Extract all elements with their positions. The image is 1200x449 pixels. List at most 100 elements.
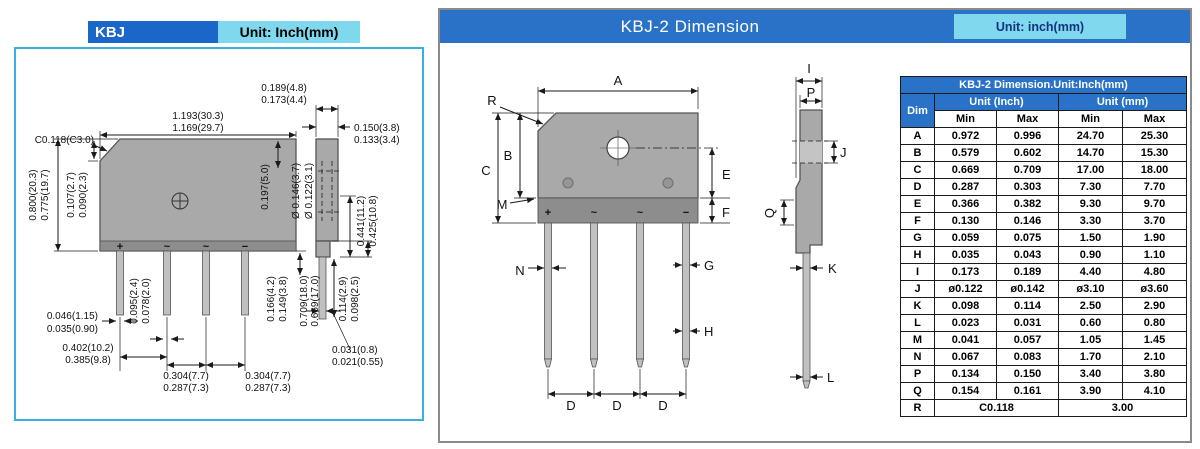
value-cell: 0.161 — [996, 382, 1059, 400]
letter-A: A — [614, 73, 623, 88]
value-cell: 0.031 — [996, 314, 1059, 332]
value-cell: 0.075 — [996, 229, 1059, 247]
value-cell: 0.083 — [996, 348, 1059, 366]
dim-top-min: 0.173(4.4) — [261, 95, 307, 106]
value-cell: 1.05 — [1058, 331, 1123, 349]
polarity-plus: + — [117, 241, 123, 253]
letter-D2: D — [612, 398, 621, 413]
dim-tabpin-min: 0.098(2.5) — [350, 276, 361, 322]
letter-P: P — [807, 85, 816, 100]
value-cell: 3.00 — [1058, 399, 1187, 417]
dim-pintip-min: 0.021(0.55) — [332, 357, 383, 368]
polarity-minus: − — [242, 241, 248, 253]
dim-cell: L — [900, 314, 935, 332]
dimension-lines — [54, 105, 372, 371]
dim-pitch1-max: 0.402(10.2) — [62, 343, 113, 354]
right-unit-label: Unit: inch(mm) — [954, 14, 1126, 39]
value-cell: 0.382 — [996, 195, 1059, 213]
value-cell: 0.972 — [934, 127, 997, 145]
value-cell: 24.70 — [1058, 127, 1123, 145]
letter-E: E — [722, 167, 731, 182]
value-cell: ø0.122 — [934, 280, 997, 298]
dim-pitch2-min: 0.287(7.3) — [163, 383, 209, 394]
dim-tabh-min: 0.425(10.8) — [368, 195, 379, 246]
value-cell: 0.041 — [934, 331, 997, 349]
value-cell: 14.70 — [1058, 144, 1123, 162]
ejector-mark — [562, 177, 574, 189]
value-cell: 0.098 — [934, 297, 997, 315]
dim-cell: J — [900, 280, 935, 298]
dim-chamfer: C0.118(C3.0) — [35, 135, 94, 146]
dimension-lines — [492, 77, 838, 399]
value-cell: 0.043 — [996, 246, 1059, 264]
letter-B: B — [504, 148, 513, 163]
mm-max-header: Max — [1122, 110, 1187, 128]
value-cell: 0.035 — [934, 246, 997, 264]
value-cell: C0.118 — [934, 399, 1059, 417]
value-cell: 18.00 — [1122, 161, 1187, 179]
letter-R: R — [487, 93, 496, 108]
dim-pintip-max: 0.031(0.8) — [332, 345, 378, 356]
value-cell: 0.130 — [934, 212, 997, 230]
value-cell: 4.80 — [1122, 263, 1187, 281]
value-cell: 0.366 — [934, 195, 997, 213]
table-title-row: KBJ-2 Dimension.Unit:Inch(mm) — [900, 76, 1187, 94]
ejector-mark — [662, 177, 674, 189]
leads — [116, 250, 249, 316]
value-cell: 0.067 — [934, 348, 997, 366]
dim-pinlen-min: 0.669(17.0) — [310, 275, 321, 326]
front-view-leads — [543, 222, 691, 368]
value-cell: 0.059 — [934, 229, 997, 247]
dim-step-max: 0.107(2.7) — [66, 172, 77, 218]
letter-D1: D — [566, 398, 575, 413]
mm-header: Unit (mm) — [1058, 93, 1187, 111]
value-cell: 0.669 — [934, 161, 997, 179]
dim-tabh-max: 0.441(11.2) — [356, 196, 367, 246]
right-header-bar: KBJ-2 Dimension Unit: inch(mm) — [440, 10, 1190, 43]
value-cell: 0.602 — [996, 144, 1059, 162]
left-series-title: KBJ — [88, 21, 218, 43]
value-cell: ø3.60 — [1122, 280, 1187, 298]
value-cell: 2.50 — [1058, 297, 1123, 315]
dim-height-max: 0.800(20.3) — [28, 169, 39, 220]
value-cell: 9.30 — [1058, 195, 1123, 213]
value-cell: 1.90 — [1122, 229, 1187, 247]
value-cell: 3.70 — [1122, 212, 1187, 230]
letter-D3: D — [658, 398, 667, 413]
value-cell: 3.80 — [1122, 365, 1187, 383]
table-minmax-row: Min Max Min Max — [901, 110, 1187, 128]
value-cell: 0.154 — [934, 382, 997, 400]
value-cell: 2.10 — [1122, 348, 1187, 366]
value-cell: 25.30 — [1122, 127, 1187, 145]
letter-K: K — [828, 261, 837, 276]
value-cell: 0.709 — [996, 161, 1059, 179]
value-cell: 1.45 — [1122, 331, 1187, 349]
letter-F: F — [722, 205, 730, 220]
value-cell: 0.146 — [996, 212, 1059, 230]
dim-height-min: 0.775(19.7) — [40, 169, 51, 220]
letter-G: G — [704, 258, 714, 273]
dim-cell: F — [900, 212, 935, 230]
value-cell: 0.150 — [996, 365, 1059, 383]
dim-cell: Q — [900, 382, 935, 400]
letter-C: C — [481, 163, 490, 178]
value-cell: 9.70 — [1122, 195, 1187, 213]
dim-tabpin-max: 0.114(2.9) — [338, 277, 349, 322]
letter-H: H — [704, 324, 713, 339]
polarity-plus: + — [545, 207, 551, 219]
side-view-body — [792, 109, 828, 389]
